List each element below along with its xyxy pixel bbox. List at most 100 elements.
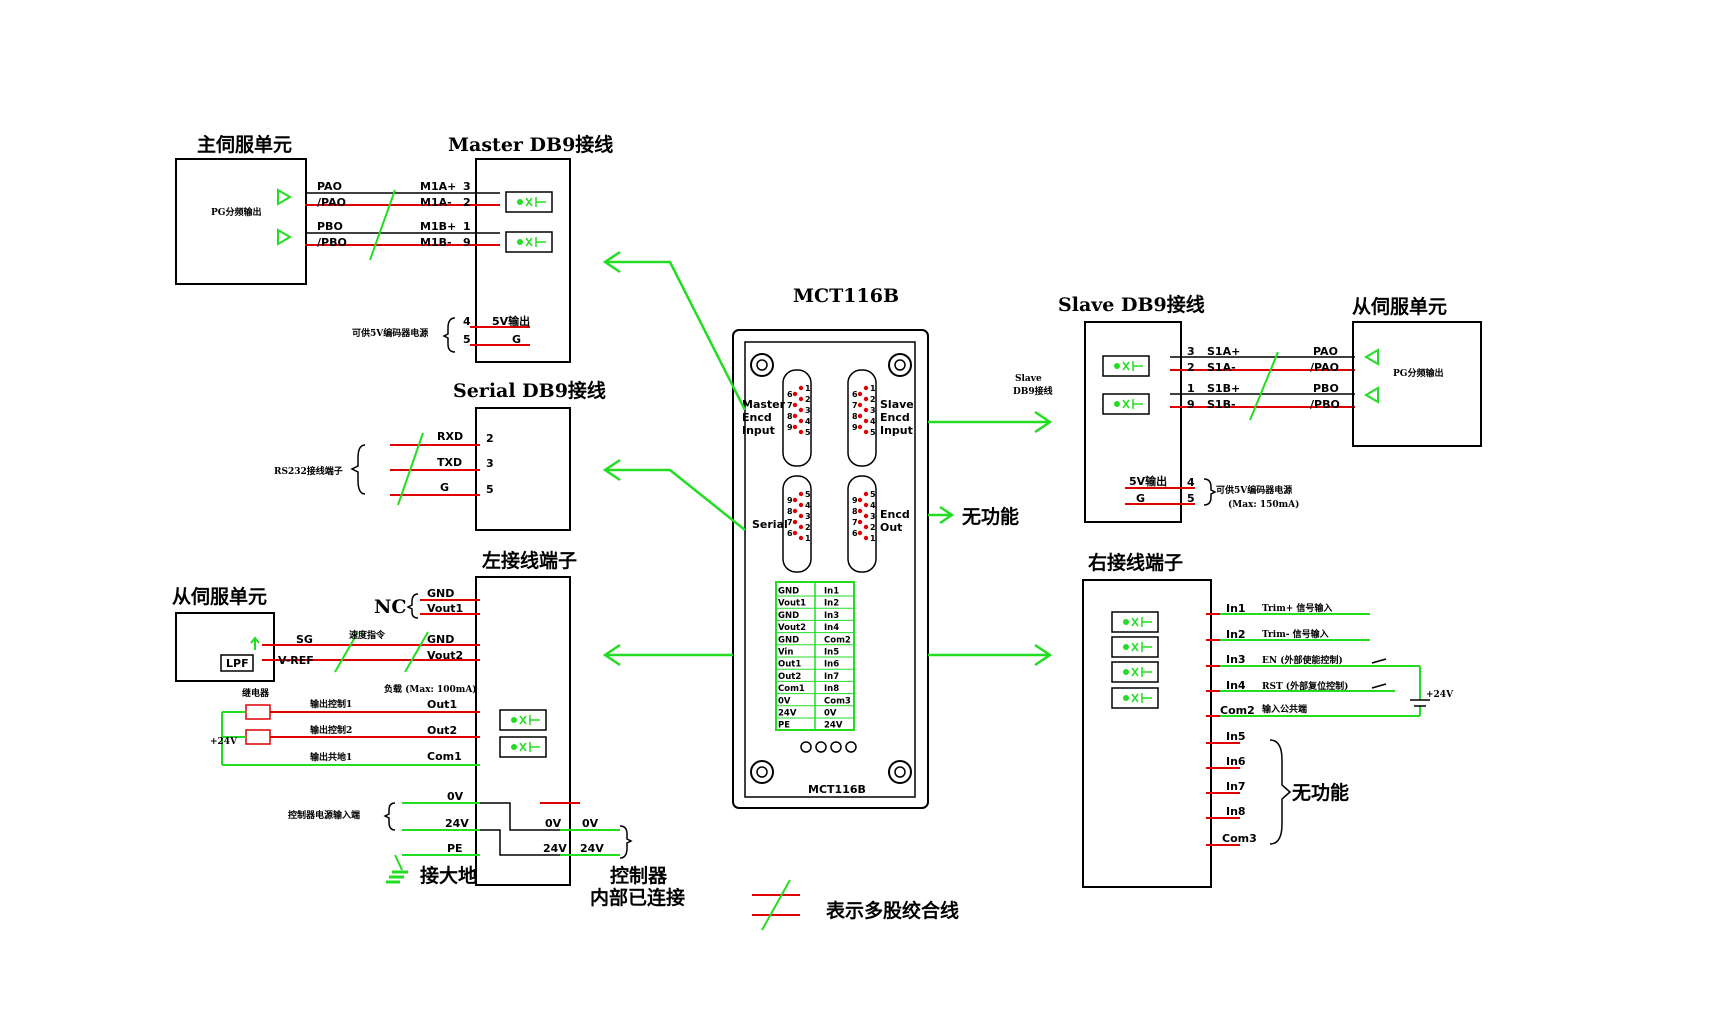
encd-out-line1: Encd bbox=[880, 508, 910, 521]
in2-opto-icon bbox=[1111, 636, 1159, 658]
encd-out-pin-dot bbox=[857, 519, 863, 525]
slave-pin-3: 3 bbox=[1187, 345, 1195, 358]
right-terminal-title: 右接线端子 bbox=[1087, 551, 1183, 574]
master-pin-number: 6 bbox=[787, 390, 793, 399]
in8-label: In8 bbox=[1226, 805, 1246, 818]
in3-note: EN (外部使能控制) bbox=[1262, 654, 1343, 666]
power-brace bbox=[383, 802, 396, 831]
com3-label: Com3 bbox=[1222, 832, 1257, 845]
led-indicators bbox=[800, 741, 857, 753]
encd-out-line2: Out bbox=[880, 521, 902, 534]
slave-5v-label: 5V输出 bbox=[1129, 474, 1167, 488]
out2-label: Out2 bbox=[427, 724, 457, 737]
serial-lines bbox=[390, 432, 480, 506]
center-model-title: MCT116B bbox=[793, 285, 899, 307]
in2-note: Trim- 信号输入 bbox=[1262, 628, 1329, 640]
slave-pin-number: 6 bbox=[852, 390, 858, 399]
master-pg-label: PG分频输出 bbox=[211, 206, 261, 218]
terminal-right-label: In8 bbox=[824, 684, 839, 694]
serial-pin-number: 1 bbox=[805, 534, 811, 543]
encd-out-pin-number: 6 bbox=[852, 529, 858, 538]
slave-s1a-plus: S1A+ bbox=[1207, 345, 1240, 358]
encd-out-pin-number: 8 bbox=[852, 507, 858, 516]
slave-opto-a-icon bbox=[1102, 355, 1150, 377]
serial-pin-number: 4 bbox=[805, 501, 811, 510]
master-pin-number: 2 bbox=[805, 395, 811, 404]
internal-note-1: 控制器 bbox=[610, 864, 668, 887]
slave-pin-1: 1 bbox=[1187, 382, 1195, 395]
slave-signal-npbo: /PBO bbox=[1310, 398, 1340, 411]
serial-pin-dot bbox=[798, 524, 804, 530]
terminal-left-label: Vout1 bbox=[778, 599, 806, 609]
master-signal-npao: /PAO bbox=[317, 196, 346, 209]
terminal-right-label: In2 bbox=[824, 599, 839, 609]
slave-pin-dot bbox=[863, 429, 869, 435]
serial-pin-number: 3 bbox=[805, 512, 811, 521]
slave-pin-number: 5 bbox=[870, 428, 876, 437]
out1-opto-icon bbox=[499, 709, 547, 731]
in3-label: In3 bbox=[1226, 653, 1246, 666]
slave-servo-right-title: 从伺服单元 bbox=[1352, 295, 1447, 318]
master-pin-4: 4 bbox=[463, 315, 471, 328]
master-pin-dot bbox=[798, 418, 804, 424]
slave-pin-dot bbox=[857, 424, 863, 430]
slave-pin-dot bbox=[863, 418, 869, 424]
serial-pin-dot bbox=[792, 497, 798, 503]
encd-out-pin-dot bbox=[863, 491, 869, 497]
serial-pin-dot bbox=[792, 519, 798, 525]
master-port-line1: Master bbox=[742, 398, 786, 411]
serial-txd: TXD bbox=[437, 456, 462, 469]
unused-input-lines bbox=[1206, 742, 1240, 846]
out1-note: 输出控制1 bbox=[310, 698, 352, 710]
slave-power-brace bbox=[1203, 478, 1217, 506]
right-terminal-box bbox=[1082, 579, 1212, 888]
slave-power-note: 可供5V编码器电源 bbox=[1216, 484, 1292, 496]
right-input-lines bbox=[1206, 613, 1430, 717]
master-pin-number: 7 bbox=[787, 401, 793, 410]
master-opto-a-icon bbox=[505, 191, 553, 213]
internal-0v-a: 0V bbox=[545, 817, 562, 830]
master-db9-title: Master DB9接线 bbox=[448, 133, 613, 156]
output-lines bbox=[221, 711, 480, 766]
master-pin-dot bbox=[792, 402, 798, 408]
encd-out-pin-number: 1 bbox=[870, 534, 876, 543]
serial-port-label: Serial bbox=[752, 518, 788, 531]
serial-pin-dot bbox=[798, 513, 804, 519]
slave-side-label-1: Slave bbox=[1015, 374, 1042, 384]
out2-note: 输出控制2 bbox=[310, 724, 352, 736]
vref-label: V-REF bbox=[278, 654, 314, 667]
master-db9-m1b-minus: M1B- bbox=[420, 236, 452, 249]
encd-out-pin-dot bbox=[863, 524, 869, 530]
terminal-left-label: 24V bbox=[778, 709, 797, 719]
encd-out-pin-dot bbox=[857, 497, 863, 503]
load-label: 负载 (Max: 100mA) bbox=[384, 683, 477, 695]
master-pin-3: 3 bbox=[463, 180, 471, 193]
slave-power-note-2: (Max: 150mA) bbox=[1228, 499, 1299, 510]
slave-pin-number: 8 bbox=[852, 412, 858, 421]
slave-driver-icon bbox=[1364, 348, 1379, 404]
unused-brace bbox=[1269, 739, 1292, 845]
master-pin-dot bbox=[798, 407, 804, 413]
slave-pin-9: 9 bbox=[1187, 398, 1195, 411]
out2-opto-icon bbox=[499, 736, 547, 758]
serial-pin-number: 7 bbox=[787, 518, 793, 527]
master-pin-dot bbox=[792, 413, 798, 419]
master-pin-number: 4 bbox=[805, 417, 811, 426]
terminal-right-label: In3 bbox=[824, 611, 839, 621]
master-db9-box bbox=[475, 158, 571, 363]
slave-pin-number: 9 bbox=[852, 423, 858, 432]
serial-pin-dot bbox=[798, 502, 804, 508]
serial-note: RS232接线端子 bbox=[274, 465, 343, 477]
terminal-left-label: PE bbox=[778, 721, 790, 731]
in1-label: In1 bbox=[1226, 602, 1246, 615]
master-db9-m1b-plus: M1B+ bbox=[420, 220, 456, 233]
in4-opto-icon bbox=[1111, 687, 1159, 709]
master-5v-label: 5V输出 bbox=[492, 314, 530, 328]
master-pin-dot bbox=[798, 385, 804, 391]
master-signal-npbo: /PBO bbox=[317, 236, 347, 249]
serial-db9-title: Serial DB9接线 bbox=[453, 379, 606, 402]
encd-out-pin-number: 2 bbox=[870, 523, 876, 532]
lpf-label: LPF bbox=[226, 657, 249, 670]
relay-1-icon bbox=[245, 704, 271, 720]
